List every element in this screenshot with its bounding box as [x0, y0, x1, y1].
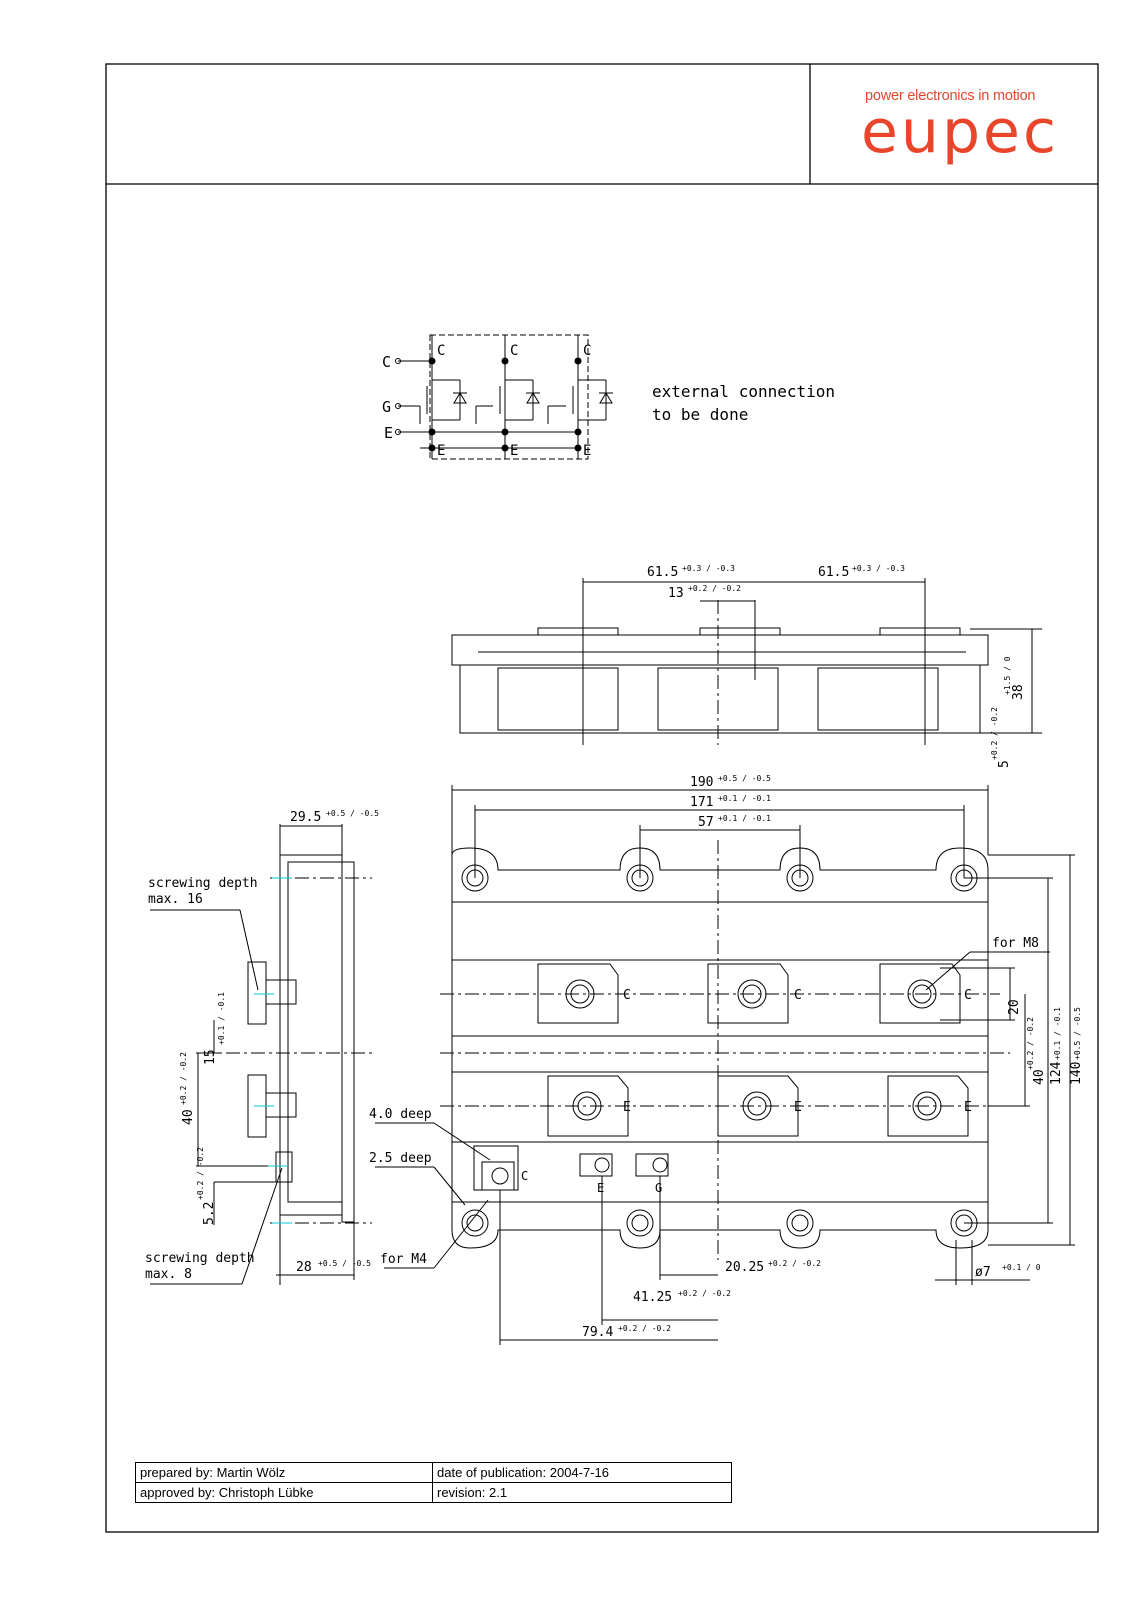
- label-screw-8-line1: screwing depth: [145, 1251, 255, 1266]
- circuit-schematic: [395, 334, 613, 460]
- dim-5: 5: [997, 760, 1012, 768]
- terminal-aux-g: G: [655, 1181, 662, 1195]
- dim-13: 13: [668, 586, 684, 601]
- schematic-pin-e: E: [384, 424, 393, 442]
- schematic-pin-g: G: [382, 398, 391, 416]
- title-block-row: prepared by: Martin Wölz date of publica…: [135, 1462, 732, 1483]
- schematic-c3: C: [583, 343, 591, 359]
- dim-171-tol: +0.1 / -0.1: [718, 794, 771, 803]
- sheet-border: [105, 63, 1099, 1533]
- dim-38-tol: +1.5 / 0: [1003, 656, 1012, 695]
- schematic-note-line2: to be done: [652, 405, 748, 424]
- terminal-c1: C: [623, 988, 631, 1003]
- dim-41-25-tol: +0.2 / -0.2: [678, 1289, 731, 1298]
- terminal-e1: E: [623, 1100, 631, 1115]
- label-2-5-deep: 2.5 deep: [369, 1151, 432, 1166]
- prepared-by: prepared by: Martin Wölz: [135, 1462, 433, 1483]
- dim-140-tol: +0.5 / -0.5: [1073, 1007, 1082, 1060]
- dim-29-5-tol: +0.5 / -0.5: [326, 809, 379, 818]
- dim-41-25: 41.25: [633, 1290, 672, 1305]
- terminal-aux-e: E: [597, 1181, 604, 1195]
- dim-40-right-tol: +0.2 / -0.2: [1026, 1017, 1035, 1070]
- dim-28: 28: [296, 1260, 312, 1275]
- dim-5-2: 5.2: [202, 1202, 217, 1225]
- publication-date: date of publication: 2004-7-16: [432, 1462, 732, 1483]
- dim-171: 171: [690, 795, 713, 810]
- terminal-c3: C: [964, 988, 972, 1003]
- terminal-aux-c: C: [521, 1169, 528, 1183]
- schematic-e1: E: [437, 443, 445, 459]
- dim-5-2-tol: +0.2 / -0.2: [196, 1147, 205, 1200]
- terminal-c2: C: [794, 988, 802, 1003]
- top-view: [375, 785, 1075, 1345]
- cyan-markers: [254, 877, 292, 1224]
- terminal-e3: E: [964, 1100, 972, 1115]
- brand-tagline: power electronics in motion: [865, 88, 1036, 104]
- revision: revision: 2.1: [432, 1482, 732, 1503]
- dim-20-25-tol: +0.2 / -0.2: [768, 1259, 821, 1268]
- dim-15: 15: [203, 1049, 218, 1065]
- schematic-pin-c: C: [382, 353, 391, 371]
- dim-5-tol: +0.2 / -0.2: [990, 707, 999, 760]
- dim-124-tol: +0.1 / -0.1: [1053, 1007, 1062, 1060]
- dim-28-tol: +0.5 / -0.5: [318, 1259, 371, 1268]
- terminal-e2: E: [794, 1100, 802, 1115]
- dim-15-tol: +0.1 / -0.1: [217, 992, 226, 1045]
- label-screw-16-line1: screwing depth: [148, 876, 258, 891]
- dim-38: 38: [1011, 684, 1026, 700]
- side-view-left: [150, 824, 372, 1285]
- dim-13-tol: +0.2 / -0.2: [688, 584, 741, 593]
- dim-7: ø7: [975, 1265, 991, 1280]
- schematic-note-line1: external connection: [652, 382, 835, 401]
- approved-by: approved by: Christoph Lübke: [135, 1482, 433, 1503]
- label-for-m8: for M8: [992, 936, 1039, 951]
- dim-20-25: 20.25: [725, 1260, 764, 1275]
- dim-140: 140: [1069, 1062, 1084, 1085]
- title-block: prepared by: Martin Wölz date of publica…: [135, 1462, 732, 1503]
- dim-7-tol: +0.1 / 0: [1002, 1263, 1041, 1272]
- dim-124: 124: [1049, 1061, 1064, 1085]
- dim-79-4: 79.4: [582, 1325, 613, 1340]
- dim-61-5-b-tol: +0.3 / -0.3: [852, 564, 905, 573]
- label-screw-8-line2: max. 8: [145, 1267, 192, 1282]
- dim-79-4-tol: +0.2 / -0.2: [618, 1324, 671, 1333]
- label-4-deep: 4.0 deep: [369, 1107, 432, 1122]
- dim-190-tol: +0.5 / -0.5: [718, 774, 771, 783]
- schematic-c2: C: [510, 343, 518, 359]
- dim-40-left: 40: [181, 1109, 196, 1125]
- label-for-m4: for M4: [380, 1252, 427, 1267]
- dim-190: 190: [690, 775, 713, 790]
- dim-40-left-tol: +0.2 / -0.2: [179, 1052, 188, 1105]
- schematic-c1: C: [437, 343, 445, 359]
- title-block-row: approved by: Christoph Lübke revision: 2…: [135, 1482, 732, 1503]
- dim-57: 57: [698, 815, 714, 830]
- schematic-e3: E: [583, 443, 591, 459]
- brand-logo: eupec: [861, 97, 1059, 167]
- side-view-top: [451, 578, 1042, 745]
- dim-61-5-a: 61.5: [647, 565, 678, 580]
- dim-20: 20: [1007, 999, 1022, 1015]
- dim-61-5-b: 61.5: [818, 565, 849, 580]
- dim-57-tol: +0.1 / -0.1: [718, 814, 771, 823]
- dim-61-5-a-tol: +0.3 / -0.3: [682, 564, 735, 573]
- dim-29-5: 29.5: [290, 810, 321, 825]
- label-screw-16-line2: max. 16: [148, 892, 203, 907]
- dim-40-right: 40: [1032, 1069, 1047, 1085]
- schematic-e2: E: [510, 443, 518, 459]
